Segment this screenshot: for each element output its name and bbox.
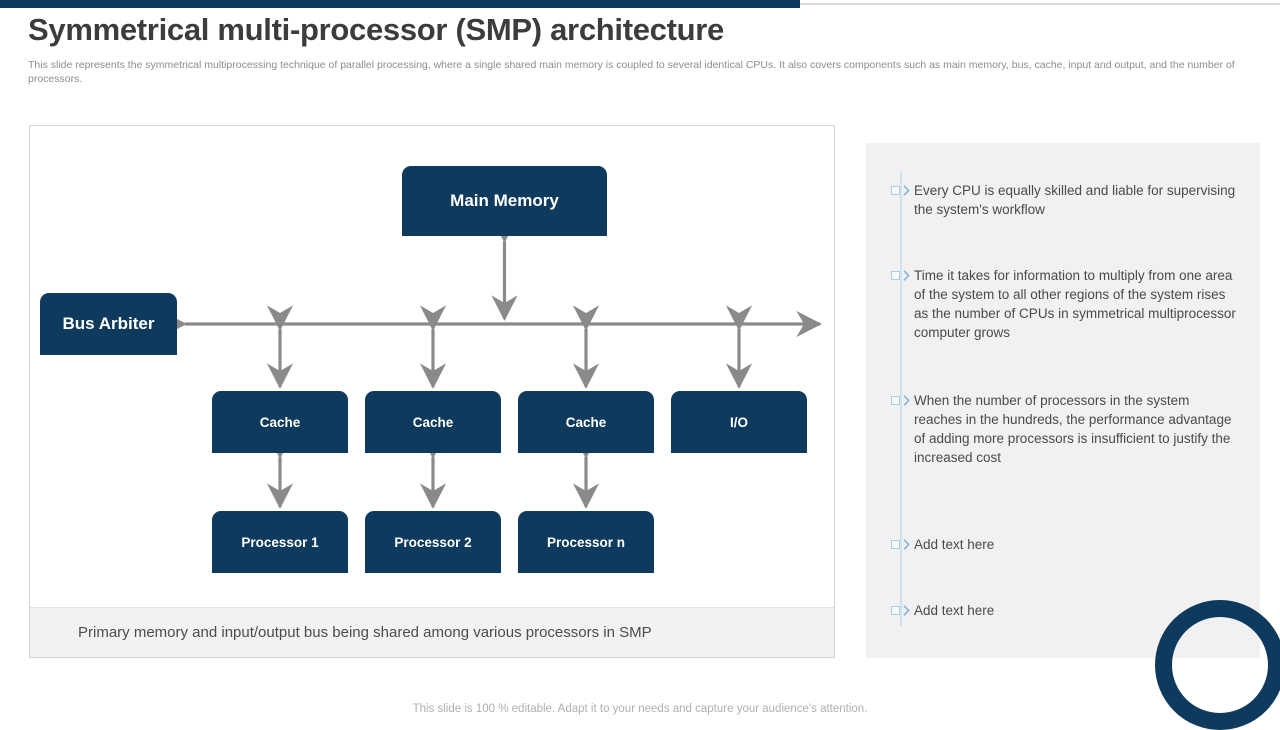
bullet-panel: Every CPU is equally skilled and liable … <box>866 143 1260 658</box>
diagram-node-cache-3[interactable]: Cache <box>518 391 654 453</box>
list-item[interactable]: Every CPU is equally skilled and liable … <box>890 181 1238 219</box>
page-title: Symmetrical multi-processor (SMP) archit… <box>28 12 724 47</box>
footer-note: This slide is 100 % editable. Adapt it t… <box>412 703 868 715</box>
diagram-node-main-memory[interactable]: Main Memory <box>402 166 607 236</box>
list-item[interactable]: Add text here <box>890 601 1238 620</box>
diagram-node-cache-2[interactable]: Cache <box>365 391 501 453</box>
slide-header: Symmetrical multi-processor (SMP) archit… <box>28 10 1253 86</box>
square-chevron-icon <box>890 393 914 409</box>
top-accent-bar-grey <box>800 3 1280 5</box>
list-item-text: Add text here <box>914 603 995 618</box>
list-item-text: Time it takes for information to multipl… <box>914 268 1236 340</box>
list-item[interactable]: Add text here <box>890 535 1238 554</box>
diagram-panel: Main Memory Bus Arbiter Cache Cache Cach… <box>29 125 835 658</box>
bullet-timeline-rail <box>900 171 902 626</box>
list-item[interactable]: Time it takes for information to multipl… <box>890 266 1238 342</box>
diagram-caption-text: Primary memory and input/output bus bein… <box>78 624 652 641</box>
square-chevron-icon <box>890 183 914 199</box>
diagram-node-processor-n[interactable]: Processor n <box>518 511 654 573</box>
top-accent-bar <box>0 0 1280 8</box>
square-chevron-icon <box>890 603 914 619</box>
list-item-text: Add text here <box>914 537 995 552</box>
page-subtitle: This slide represents the symmetrical mu… <box>28 59 1235 85</box>
list-item-text: When the number of processors in the sys… <box>914 393 1232 465</box>
diagram-node-io[interactable]: I/O <box>671 391 807 453</box>
diagram-node-bus-arbiter[interactable]: Bus Arbiter <box>40 293 177 355</box>
list-item[interactable]: When the number of processors in the sys… <box>890 391 1238 467</box>
square-chevron-icon <box>890 268 914 284</box>
top-accent-bar-navy <box>0 0 800 8</box>
square-chevron-icon <box>890 537 914 553</box>
bullet-list: Every CPU is equally skilled and liable … <box>866 143 1260 658</box>
diagram-node-processor-2[interactable]: Processor 2 <box>365 511 501 573</box>
list-item-text: Every CPU is equally skilled and liable … <box>914 183 1236 217</box>
diagram-node-processor-1[interactable]: Processor 1 <box>212 511 348 573</box>
diagram-caption-bar: Primary memory and input/output bus bein… <box>30 607 834 657</box>
diagram-node-cache-1[interactable]: Cache <box>212 391 348 453</box>
diagram-canvas: Main Memory Bus Arbiter Cache Cache Cach… <box>30 126 834 606</box>
